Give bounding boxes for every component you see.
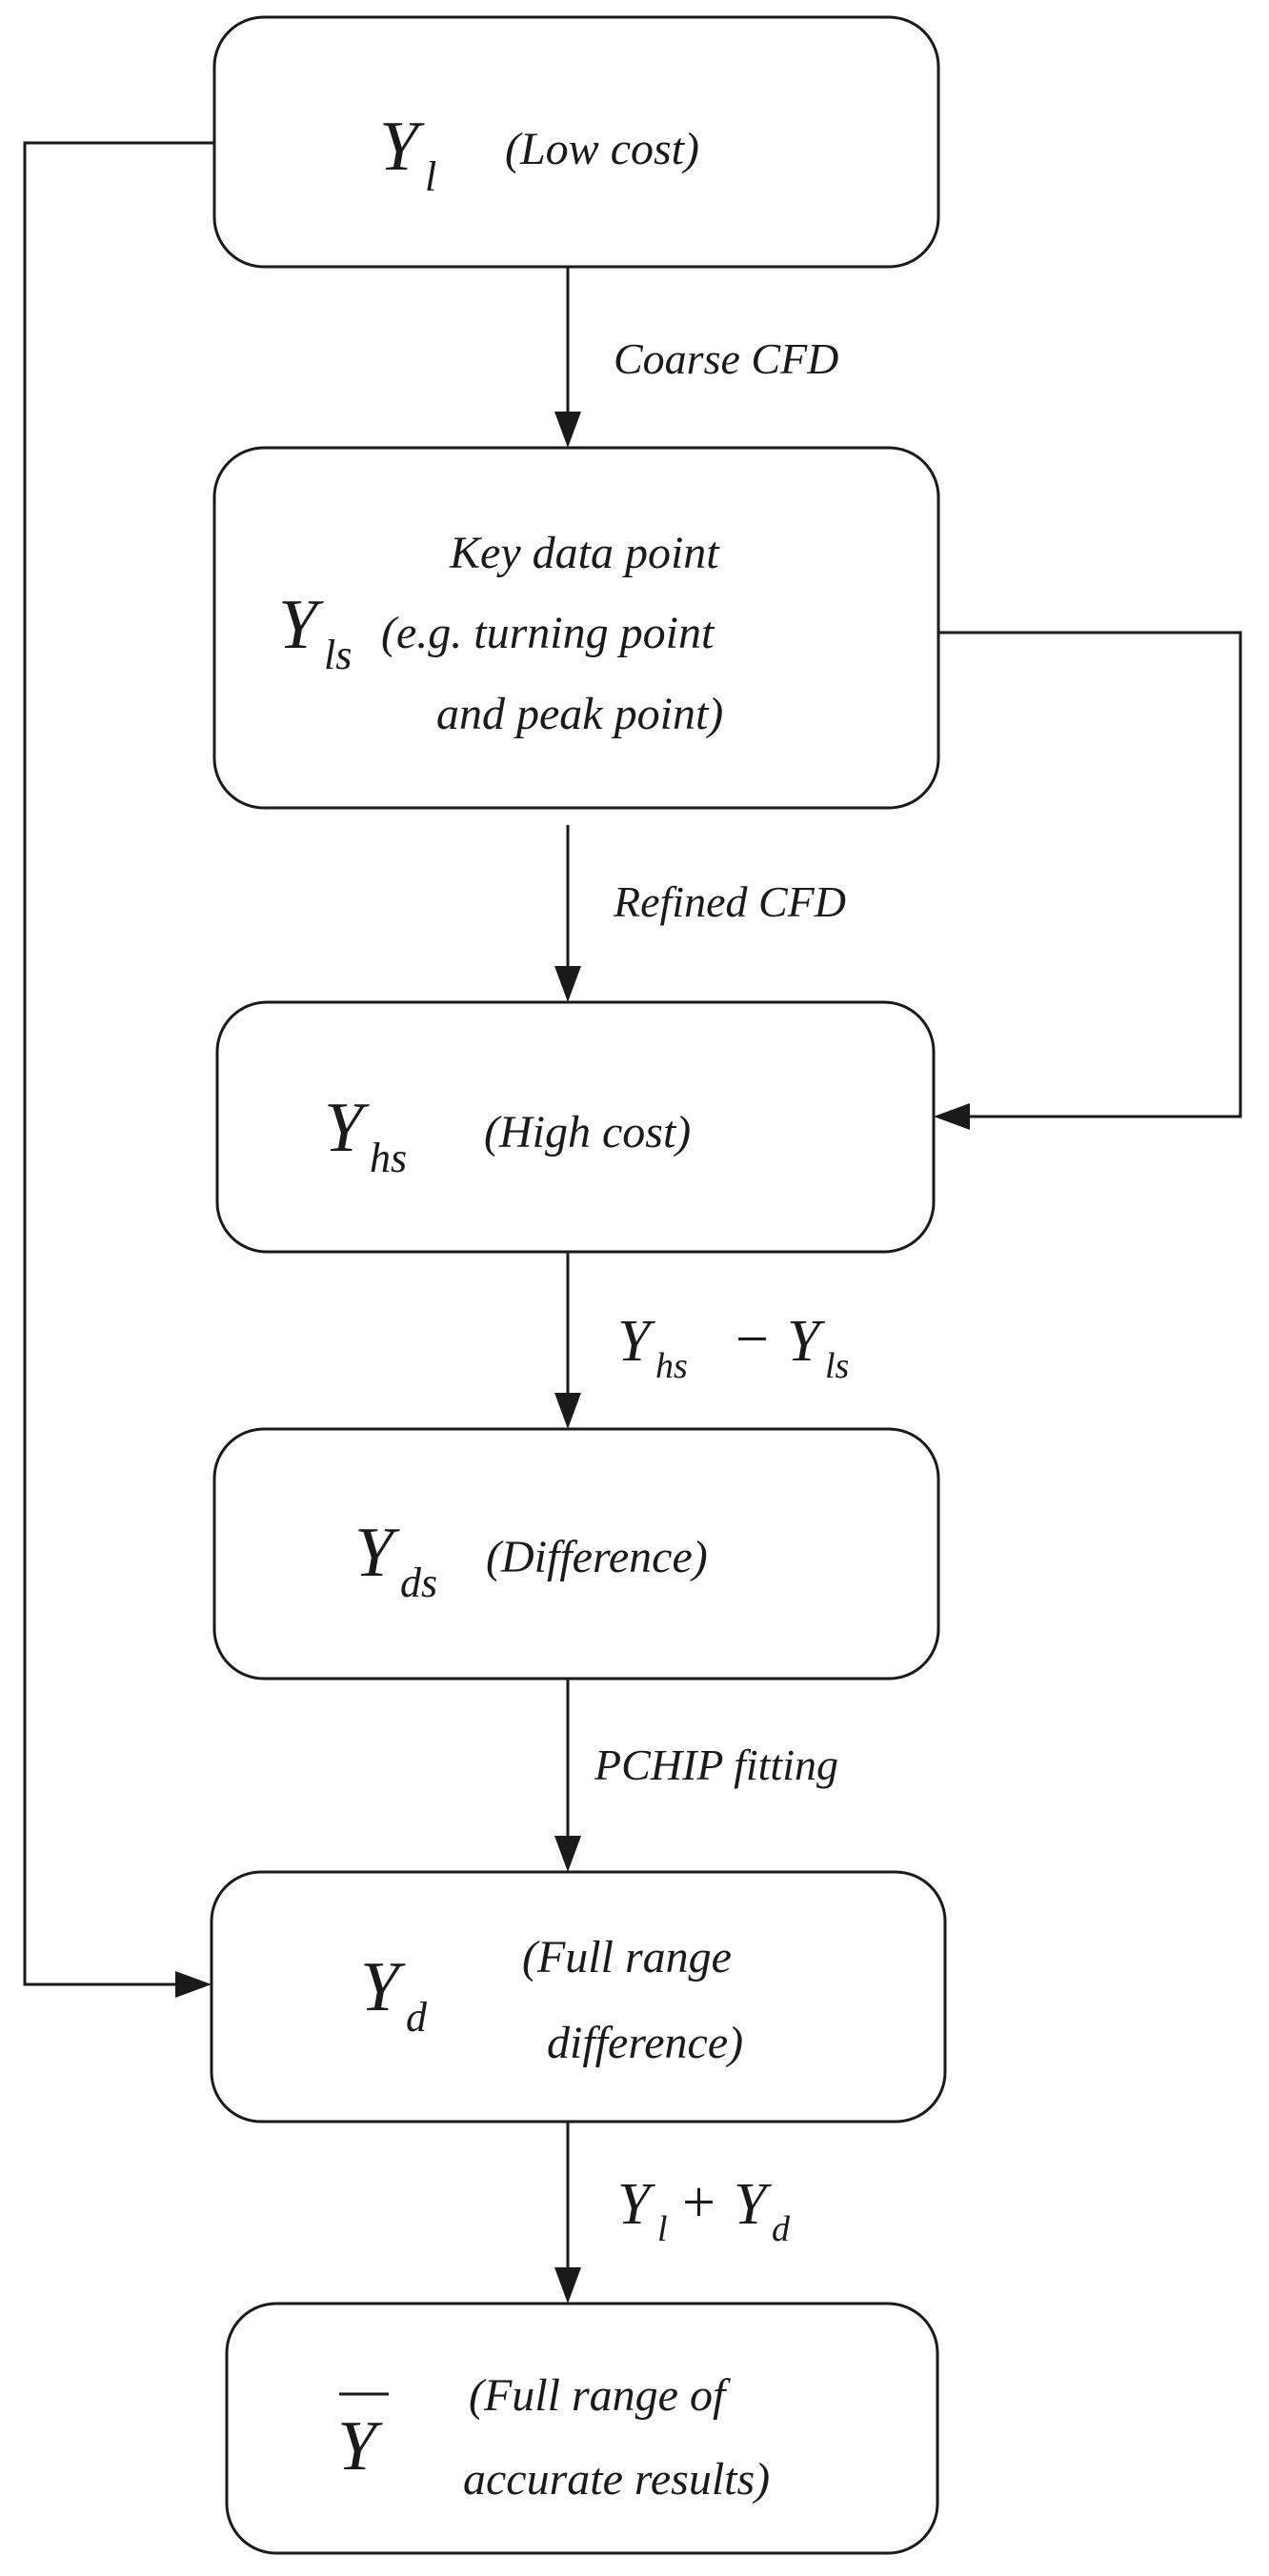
- edge-expr-difference-term1-sub: hs: [655, 1346, 688, 1386]
- node-yd-note-line-2: difference): [547, 2018, 743, 2068]
- node-yl-note: (Low cost): [505, 124, 699, 174]
- edge-expr-sum-term2: Y: [734, 2172, 772, 2237]
- node-yls-box: [212, 446, 940, 810]
- node-ybar: Y (Full range of accurate results): [225, 2302, 939, 2555]
- arrow-yl-to-yls: [554, 267, 581, 448]
- node-yd-box: [210, 1870, 947, 2123]
- node-ybar-note-line-2: accurate results): [463, 2454, 770, 2505]
- node-yls-note-line-1: Key data point: [449, 528, 720, 578]
- node-yls-subscript: ls: [324, 632, 352, 678]
- arrow-yds-to-yd: [554, 1679, 581, 1872]
- edge-expr-difference-term2: Y: [787, 1309, 825, 1374]
- arrow-yls-to-yhs-head: [554, 966, 581, 1002]
- node-yd-note-line-1: (Full range: [522, 1932, 732, 1982]
- node-yd: Y d (Full range difference): [210, 1870, 947, 2123]
- node-yhs-symbol: Y: [324, 1089, 370, 1167]
- edge-expr-sum-term2-sub: d: [772, 2209, 791, 2249]
- arrow-yl-to-yd: [23, 141, 214, 1998]
- edge-expr-sum-term1: Y: [617, 2172, 655, 2237]
- edge-expr-difference: Y hs − Y ls: [617, 1307, 849, 1386]
- node-yhs-box: [215, 1000, 936, 1254]
- node-yds-subscript: ds: [400, 1560, 437, 1606]
- edge-label-coarse-cfd: Coarse CFD: [614, 334, 838, 383]
- node-yl-subscript: l: [425, 153, 436, 200]
- node-ybar-symbol: Y: [337, 2407, 383, 2485]
- node-yhs: Y hs (High cost): [215, 1000, 936, 1254]
- node-yls: Y ls Key data point (e.g. turning point …: [212, 446, 940, 810]
- arrow-yls-to-yhs-bypass: [934, 631, 1242, 1130]
- node-yls-note-line-3: and peak point): [436, 689, 723, 739]
- node-yls-note-line-2: (e.g. turning point: [381, 608, 715, 658]
- arrow-yhs-to-yds: [554, 1252, 581, 1429]
- node-yl-symbol: Y: [379, 108, 425, 186]
- edge-label-pchip-fitting: PCHIP fitting: [594, 1741, 838, 1789]
- arrow-yls-to-yhs-bypass-line: [938, 631, 1242, 1118]
- edge-expr-difference-term2-sub: ls: [825, 1346, 849, 1386]
- arrow-yls-to-yhs-bypass-head: [934, 1103, 970, 1130]
- node-yl: Y l (Low cost): [212, 15, 940, 269]
- arrow-yl-to-yd-line: [23, 141, 214, 1986]
- node-yds-note: (Difference): [486, 1532, 708, 1582]
- node-yd-symbol: Y: [360, 1948, 406, 2026]
- node-yds-box: [212, 1427, 940, 1680]
- edge-expr-difference-term1: Y: [617, 1309, 655, 1374]
- arrow-yd-to-ybar: [554, 2122, 581, 2304]
- node-yds-symbol: Y: [354, 1514, 400, 1592]
- node-ybar-box: [225, 2302, 939, 2555]
- arrow-yhs-to-yds-head: [554, 1393, 581, 1429]
- arrow-yd-to-ybar-head: [554, 2267, 581, 2304]
- arrow-yds-to-yd-head: [554, 1836, 581, 1872]
- edge-expr-difference-operator: −: [735, 1307, 769, 1372]
- edge-expr-sum: Y l + Y d: [617, 2170, 791, 2249]
- arrow-yls-to-yhs: [554, 825, 581, 1002]
- node-yhs-subscript: hs: [370, 1135, 407, 1181]
- edge-label-refined-cfd: Refined CFD: [613, 877, 846, 926]
- node-yhs-note: (High cost): [484, 1107, 691, 1157]
- edge-expr-sum-term1-sub: l: [657, 2209, 668, 2249]
- node-yd-subscript: d: [406, 1994, 428, 2041]
- edge-expr-sum-operator: +: [682, 2170, 715, 2235]
- arrow-yl-to-yls-head: [554, 412, 581, 448]
- node-yls-symbol: Y: [278, 586, 324, 664]
- arrow-yl-to-yd-head: [175, 1971, 212, 1998]
- node-ybar-note-line-1: (Full range of: [469, 2370, 731, 2421]
- node-yds: Y ds (Difference): [212, 1427, 940, 1680]
